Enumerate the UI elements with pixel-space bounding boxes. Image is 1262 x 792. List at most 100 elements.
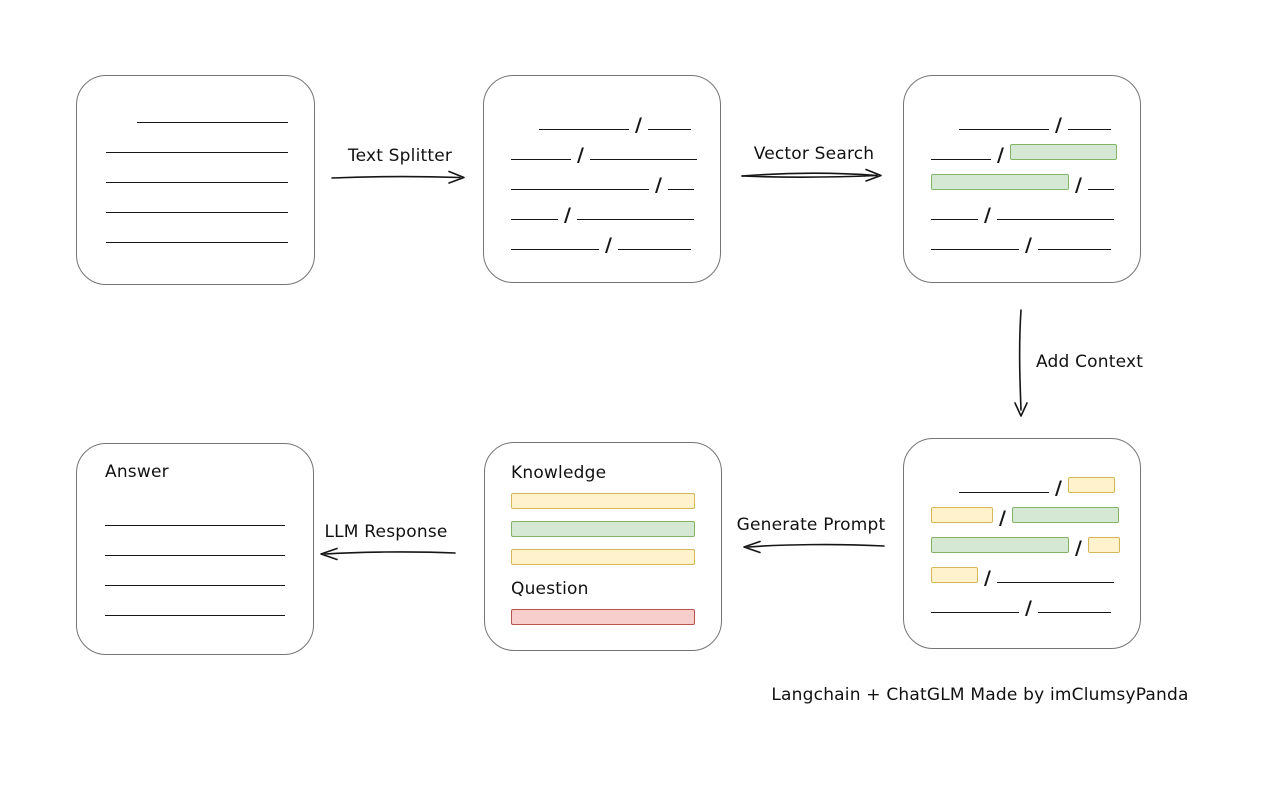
source-document-box xyxy=(76,75,315,285)
chunk-row: / xyxy=(931,583,1113,617)
text-line xyxy=(667,189,694,190)
prompt-box: Knowledge Question xyxy=(484,442,722,651)
chunk-row xyxy=(106,153,288,183)
context-chunks-box: ///// xyxy=(903,438,1141,649)
chunk-row xyxy=(105,526,285,556)
text-line xyxy=(1037,612,1111,613)
chunk-row xyxy=(106,213,288,243)
chunk-row: / xyxy=(931,463,1115,499)
slash-separator: / xyxy=(605,233,612,256)
text-line xyxy=(931,219,978,220)
text-line xyxy=(106,242,288,243)
yellow-bar xyxy=(511,493,695,509)
yellow-chunk xyxy=(1067,477,1115,493)
vector-search-arrow-group: Vector Search xyxy=(740,144,888,184)
text-line xyxy=(617,249,691,250)
chunk-row: / xyxy=(511,220,693,256)
yellow-chunk xyxy=(931,567,978,583)
chunk-row: / xyxy=(931,190,1114,226)
text-line xyxy=(106,152,288,153)
prompt-content: Knowledge Question xyxy=(485,443,721,625)
chunk-row xyxy=(106,93,288,123)
right-arrow-icon xyxy=(741,168,882,182)
diagram-caption: Langchain + ChatGLM Made by imClumsyPand… xyxy=(771,685,1189,705)
text-line xyxy=(511,159,571,160)
chunk-row: / xyxy=(511,160,694,196)
matched-chunks-box: / / / / / xyxy=(903,75,1141,283)
chunk-row xyxy=(106,123,288,153)
text-line xyxy=(647,129,691,130)
matched-chunks-lines: / / / / / xyxy=(904,76,1140,256)
answer-box: Answer xyxy=(76,443,314,655)
green-chunk xyxy=(931,537,1069,553)
knowledge-label: Knowledge xyxy=(511,463,607,483)
red-bar xyxy=(511,609,695,625)
source-document-lines xyxy=(77,76,314,243)
chunk-row xyxy=(105,556,285,586)
text-line xyxy=(105,615,285,616)
text-line xyxy=(931,249,1019,250)
left-arrow-icon xyxy=(743,540,885,554)
slash-separator: / xyxy=(999,506,1006,529)
text-line xyxy=(959,492,1049,493)
slash-separator: / xyxy=(1055,476,1062,499)
left-arrow-icon xyxy=(320,547,456,561)
add-context-label: Add Context xyxy=(1036,352,1144,372)
text-splitter-arrow-group: Text Splitter xyxy=(330,146,470,186)
slash-separator: / xyxy=(997,143,1004,166)
yellow-bar xyxy=(511,549,695,565)
slash-separator: / xyxy=(577,143,584,166)
chunk-row: / xyxy=(931,160,1114,196)
text-line xyxy=(511,219,558,220)
text-splitter-label: Text Splitter xyxy=(347,146,453,166)
slash-separator: / xyxy=(1025,233,1032,256)
text-line xyxy=(1067,129,1111,130)
green-chunk xyxy=(931,174,1069,190)
knowledge-bars xyxy=(511,493,695,565)
text-line xyxy=(106,182,288,183)
chunk-row: / xyxy=(931,493,1119,529)
answer-content: Answer xyxy=(77,444,313,616)
yellow-chunk xyxy=(1087,537,1120,553)
llm-response-label: LLM Response xyxy=(324,522,448,542)
text-line xyxy=(996,219,1114,220)
slash-separator: / xyxy=(564,203,571,226)
slash-separator: / xyxy=(635,113,642,136)
text-line xyxy=(511,189,649,190)
chunk-row: / xyxy=(931,130,1117,166)
split-chunks-box: / / / / / xyxy=(483,75,721,283)
chunk-row: / xyxy=(931,553,1114,589)
chunk-row: / xyxy=(931,220,1113,256)
right-arrow-icon xyxy=(331,170,465,184)
chunk-row xyxy=(106,183,288,213)
slash-separator: / xyxy=(984,203,991,226)
text-line xyxy=(105,525,285,526)
text-line xyxy=(511,249,599,250)
text-line xyxy=(1037,249,1111,250)
green-chunk xyxy=(1009,144,1117,160)
generate-prompt-label: Generate Prompt xyxy=(736,515,886,535)
text-line xyxy=(105,555,285,556)
green-bar xyxy=(511,521,695,537)
slash-separator: / xyxy=(655,173,662,196)
answer-title: Answer xyxy=(105,462,169,482)
text-line xyxy=(137,122,288,123)
llm-response-arrow-group: LLM Response xyxy=(314,522,458,562)
slash-separator: / xyxy=(1075,173,1082,196)
chunk-row: / xyxy=(511,190,694,226)
slash-separator: / xyxy=(984,566,991,589)
generate-prompt-arrow-group: Generate Prompt xyxy=(736,515,886,555)
answer-lines xyxy=(105,496,285,616)
chunk-row xyxy=(105,496,285,526)
context-chunks-lines: ///// xyxy=(904,439,1140,617)
slash-separator: / xyxy=(1075,536,1082,559)
text-line xyxy=(996,582,1114,583)
text-line xyxy=(931,612,1019,613)
text-line xyxy=(931,159,991,160)
slash-separator: / xyxy=(1055,113,1062,136)
text-line xyxy=(576,219,694,220)
chunk-row: / xyxy=(931,100,1113,136)
vector-search-label: Vector Search xyxy=(753,144,875,164)
question-bars xyxy=(511,609,695,625)
